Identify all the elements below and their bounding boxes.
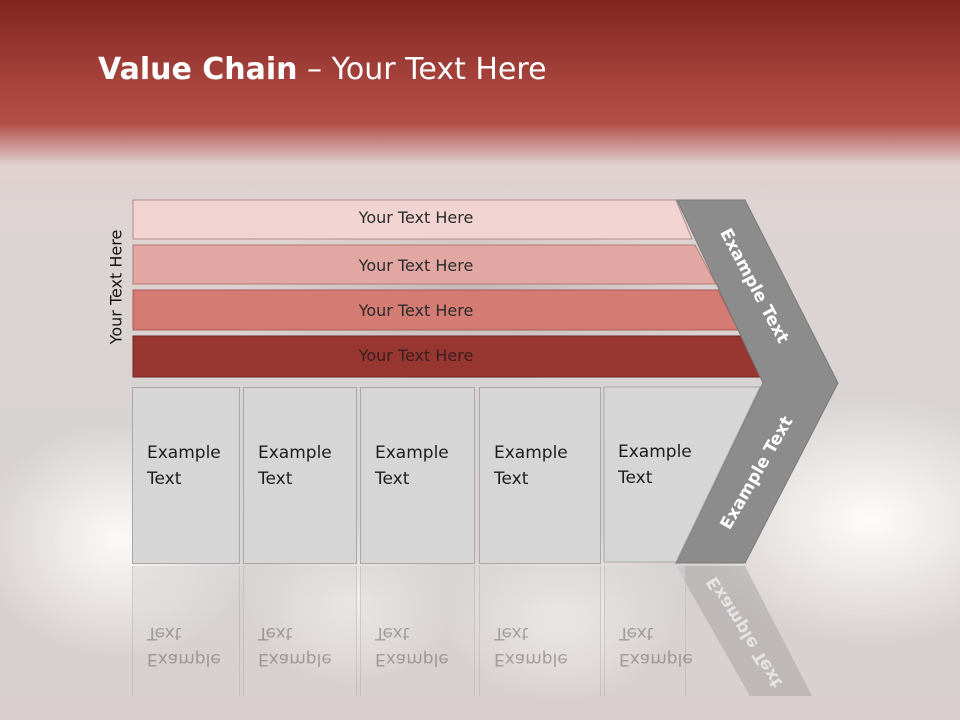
refl-4-line2: Text	[494, 623, 529, 643]
chevron-arrow	[675, 199, 839, 564]
refl-5-line2: Text	[619, 623, 654, 643]
box-4-line1: Example	[494, 443, 568, 463]
box-5-shape	[603, 386, 761, 563]
box-2-line1: Example	[258, 443, 332, 463]
refl-2-line2: Text	[258, 623, 293, 643]
refl-2-line1: Example	[258, 649, 332, 669]
refl-1-line1: Example	[147, 649, 221, 669]
box-reflection-2: Example Text	[243, 566, 357, 696]
stripe-label-1: Your Text Here	[358, 208, 474, 227]
box-reflection-5: Example Text	[604, 566, 693, 696]
box-5-line2: Text	[618, 468, 653, 488]
refl-5-line1: Example	[619, 649, 693, 669]
title-band	[0, 0, 960, 165]
box-1-line1: Example	[147, 443, 221, 463]
box-1-line2: Text	[147, 469, 182, 489]
refl-4-line1: Example	[494, 649, 568, 669]
refl-1-line2: Text	[147, 623, 182, 643]
refl-3-line2: Text	[375, 623, 410, 643]
title-bold: Value Chain	[98, 52, 298, 87]
box-5-line1: Example	[618, 442, 692, 462]
box-3-line1: Example	[375, 443, 449, 463]
title-rest: – Your Text Here	[297, 52, 547, 87]
stripe-label-4: Your Text Here	[358, 346, 474, 365]
box-reflection-3: Example Text	[360, 566, 475, 696]
refl-3-line1: Example	[375, 649, 449, 669]
chevron-reflection	[676, 566, 812, 696]
stripe-label-3: Your Text Here	[358, 301, 474, 320]
stripe-1	[132, 199, 693, 240]
box-reflection-1: Example Text	[132, 566, 240, 696]
box-2-line2: Text	[258, 469, 293, 489]
box-4-line2: Text	[494, 469, 529, 489]
box-reflection-4: Example Text	[479, 566, 601, 696]
slide-title: Value Chain – Your Text Here	[98, 52, 547, 87]
box-3-line2: Text	[375, 469, 410, 489]
stripe-label-2: Your Text Here	[358, 256, 474, 275]
